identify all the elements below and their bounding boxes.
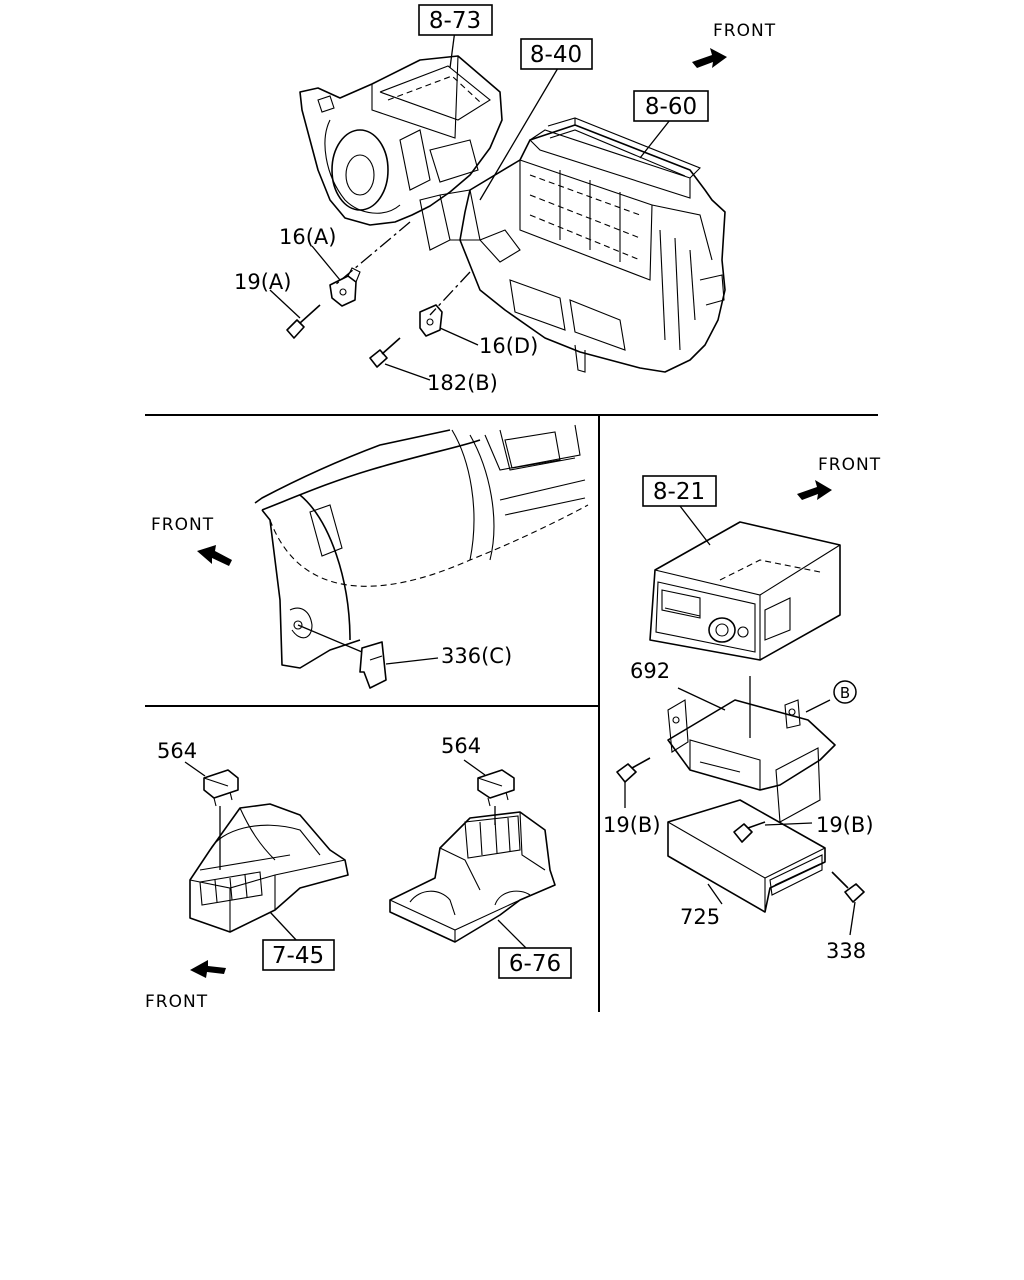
screw-19b-right-icon	[733, 821, 813, 843]
screw-19b-left-icon	[616, 757, 651, 808]
label-19a: 19(A)	[234, 270, 291, 294]
panel-separators	[145, 414, 878, 1012]
ref-box-7-45: 7-45	[262, 939, 335, 971]
top-leaders	[334, 29, 671, 316]
ref-label-8-73: 8-73	[429, 8, 481, 34]
ref-box-8-73: 8-73	[418, 4, 493, 36]
audio-unit-821	[649, 505, 841, 738]
bracket-692	[667, 687, 836, 823]
front-label-top: FRONT	[713, 21, 776, 41]
front-label-middle-left: FRONT	[151, 515, 214, 535]
console-676	[389, 811, 556, 943]
screw-338-icon	[831, 871, 865, 936]
ref-box-6-76: 6-76	[498, 947, 572, 979]
bracket-16a-icon	[311, 245, 361, 307]
front-arrow-middle-left-icon	[197, 545, 232, 566]
circle-b-marker: B	[833, 680, 857, 704]
label-564-right: 564	[441, 734, 481, 758]
front-arrow-right-icon	[797, 480, 832, 500]
label-725: 725	[680, 905, 720, 929]
ref-box-8-40: 8-40	[520, 38, 593, 70]
screw-19a-icon	[269, 289, 321, 339]
screw-182b-icon	[369, 337, 431, 381]
label-19b-left: 19(B)	[603, 813, 661, 837]
label-19b-right: 19(B)	[816, 813, 874, 837]
cap-564-right-icon	[463, 759, 515, 825]
front-arrow-top-icon	[692, 48, 727, 68]
bracket-16d-icon	[419, 304, 479, 346]
ref-label-8-21: 8-21	[653, 479, 705, 505]
front-arrow-bottom-left-icon	[190, 960, 226, 978]
ref-box-8-21: 8-21	[642, 475, 717, 507]
cap-564-left-icon	[184, 761, 239, 870]
label-336c: 336(C)	[441, 644, 512, 668]
pocket-725	[667, 799, 826, 913]
ref-label-8-40: 8-40	[530, 42, 582, 68]
label-338: 338	[826, 939, 866, 963]
label-16a: 16(A)	[279, 225, 336, 249]
ref-box-8-60: 8-60	[633, 90, 709, 122]
clip-336c-icon	[297, 624, 439, 689]
label-564-left: 564	[157, 739, 197, 763]
front-label-bottom-left: FRONT	[145, 992, 208, 1012]
hvac-unit-assembly	[299, 55, 726, 373]
ref-label-7-45: 7-45	[272, 943, 324, 969]
front-label-right: FRONT	[818, 455, 881, 475]
label-182b: 182(B)	[427, 371, 498, 395]
label-16d: 16(D)	[479, 334, 538, 358]
ref-label-6-76: 6-76	[509, 951, 561, 977]
label-692: 692	[630, 659, 670, 683]
instrument-panel-side	[254, 424, 589, 669]
circle-b-label: B	[840, 684, 850, 702]
ref-label-8-60: 8-60	[645, 94, 697, 120]
console-745	[189, 803, 349, 933]
